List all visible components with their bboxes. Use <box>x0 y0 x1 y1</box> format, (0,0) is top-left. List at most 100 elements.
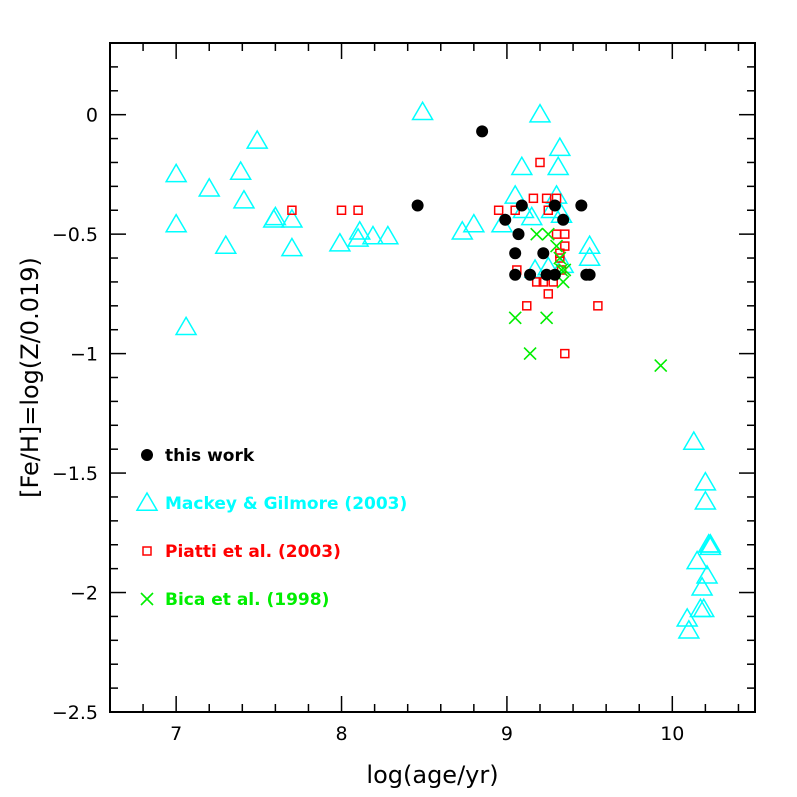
data-point <box>549 239 564 253</box>
legend-marker <box>141 449 153 461</box>
data-point <box>535 157 545 168</box>
legend-label: Mackey & Gilmore (2003) <box>165 494 407 514</box>
legend-marker <box>140 592 154 606</box>
data-point <box>685 549 709 570</box>
data-point <box>503 184 527 204</box>
data-point <box>560 229 570 239</box>
data-point <box>229 160 252 180</box>
data-point <box>328 232 352 252</box>
data-point <box>520 205 544 226</box>
axis-ticks <box>109 42 755 713</box>
data-point <box>280 208 304 228</box>
data-point <box>524 268 537 281</box>
data-point <box>675 607 699 627</box>
data-point <box>541 227 555 241</box>
data-point <box>508 311 522 325</box>
data-point <box>411 100 434 121</box>
data-point <box>232 189 256 209</box>
data-point <box>264 205 287 226</box>
x-tick-label: 9 <box>501 723 513 745</box>
data-point <box>699 535 722 556</box>
legend-label: this work <box>165 446 255 466</box>
data-point <box>361 225 385 245</box>
data-point <box>164 213 188 233</box>
data-point <box>476 125 489 138</box>
x-tick-label: 8 <box>335 723 347 745</box>
data-point <box>557 213 570 226</box>
y-tick-label: 0 <box>86 105 98 127</box>
data-point <box>214 234 238 255</box>
data-point <box>510 155 534 176</box>
y-tick-label: −2.5 <box>52 702 98 724</box>
data-point <box>555 253 565 263</box>
legend-marker <box>142 546 152 556</box>
y-tick-label: −1.5 <box>52 463 98 485</box>
data-point <box>694 490 717 510</box>
data-point <box>493 205 504 215</box>
data-point <box>528 103 552 123</box>
data-point <box>197 177 221 197</box>
data-point <box>578 246 601 266</box>
data-point <box>336 205 347 215</box>
data-point <box>450 220 474 240</box>
data-point <box>593 301 603 311</box>
data-point <box>499 213 512 226</box>
x-axis-label: log(age/yr) <box>366 761 498 789</box>
data-point <box>578 234 601 255</box>
data-point <box>689 597 712 618</box>
data-point <box>411 199 424 212</box>
data-point <box>353 205 363 215</box>
data-point <box>515 199 528 212</box>
axis-tick-labels: 7 8 9 10 0 −0.5 −1 −1.5 −2 −2.5 <box>52 105 685 745</box>
data-point <box>575 199 588 212</box>
data-point <box>512 228 525 241</box>
data-point <box>509 247 522 260</box>
data-point <box>462 213 486 233</box>
data-point <box>677 619 701 639</box>
y-axis-label: [Fe/H]=log(Z/0.019) <box>16 257 44 498</box>
legend-marker <box>135 491 159 511</box>
data-point <box>583 268 596 281</box>
x-tick-label: 10 <box>660 723 684 745</box>
data-point <box>548 268 561 281</box>
data-point <box>528 193 539 204</box>
plot-frame <box>109 42 756 713</box>
data-point <box>690 576 714 596</box>
data-point <box>530 227 544 241</box>
y-tick-label: −2 <box>70 583 98 605</box>
data-point <box>692 597 716 618</box>
y-tick-label: −1 <box>70 344 98 366</box>
data-point <box>348 220 372 240</box>
data-point <box>560 348 570 359</box>
data-points <box>164 100 722 639</box>
data-point <box>551 229 562 239</box>
data-point <box>287 205 297 215</box>
data-point <box>699 533 722 553</box>
data-point <box>695 564 719 584</box>
data-point <box>522 301 532 311</box>
data-point <box>245 129 269 149</box>
data-point <box>509 268 522 281</box>
data-point <box>553 251 567 265</box>
data-point <box>548 136 572 157</box>
data-point <box>523 347 537 361</box>
data-point <box>376 225 400 245</box>
data-point <box>174 315 198 336</box>
data-point <box>694 471 717 491</box>
data-point <box>682 430 706 450</box>
legend-label: Bica et al. (1998) <box>165 590 329 610</box>
y-tick-label: −0.5 <box>52 224 98 246</box>
x-tick-label: 7 <box>170 723 182 745</box>
data-point <box>531 277 542 287</box>
data-point <box>540 268 553 281</box>
data-point <box>541 193 552 204</box>
data-point <box>560 241 570 251</box>
legend-label: Piatti et al. (2003) <box>165 542 341 562</box>
data-point <box>548 199 561 212</box>
data-point <box>280 236 304 257</box>
data-point <box>654 358 668 373</box>
data-point <box>346 227 370 247</box>
data-point <box>546 155 570 176</box>
